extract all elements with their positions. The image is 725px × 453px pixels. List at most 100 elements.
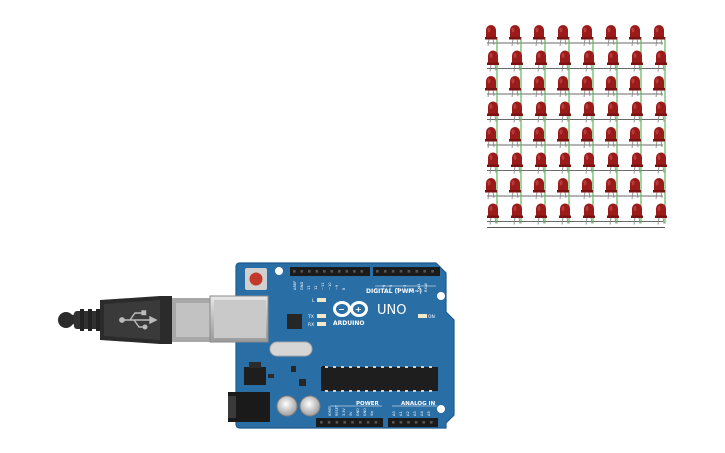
- led[interactable]: [631, 203, 643, 225]
- led[interactable]: [535, 203, 547, 225]
- header-pin-hole[interactable]: [430, 421, 433, 424]
- header-pin-hole[interactable]: [423, 270, 426, 273]
- led[interactable]: [557, 127, 569, 149]
- led[interactable]: [487, 101, 499, 123]
- usb-cable[interactable]: [58, 296, 212, 344]
- led[interactable]: [653, 178, 665, 200]
- led[interactable]: [485, 178, 497, 200]
- led[interactable]: [583, 152, 595, 174]
- header-pin-hole[interactable]: [315, 270, 319, 273]
- header-pin-hole[interactable]: [399, 270, 403, 273]
- led[interactable]: [581, 25, 593, 47]
- header-pin-hole[interactable]: [293, 270, 296, 273]
- header-pin-hole[interactable]: [374, 421, 378, 424]
- led[interactable]: [655, 203, 667, 225]
- header-digital-low[interactable]: [373, 267, 440, 276]
- header-pin-hole[interactable]: [391, 270, 395, 273]
- led[interactable]: [655, 101, 667, 123]
- led[interactable]: [559, 101, 571, 123]
- led[interactable]: [557, 76, 569, 98]
- header-pin-hole[interactable]: [414, 421, 418, 424]
- led[interactable]: [533, 76, 545, 98]
- led[interactable]: [535, 101, 547, 123]
- header-analog[interactable]: [388, 418, 438, 427]
- header-pin-hole[interactable]: [327, 421, 331, 424]
- header-power[interactable]: [316, 418, 383, 427]
- led[interactable]: [485, 76, 497, 98]
- led[interactable]: [629, 178, 641, 200]
- header-pin-hole[interactable]: [300, 270, 304, 273]
- led[interactable]: [583, 101, 595, 123]
- led[interactable]: [631, 152, 643, 174]
- led[interactable]: [581, 76, 593, 98]
- led[interactable]: [629, 76, 641, 98]
- header-pin-hole[interactable]: [343, 421, 346, 424]
- led[interactable]: [655, 152, 667, 174]
- led[interactable]: [487, 152, 499, 174]
- header-pin-hole[interactable]: [360, 270, 364, 273]
- led[interactable]: [485, 127, 497, 149]
- led[interactable]: [583, 203, 595, 225]
- led[interactable]: [559, 203, 571, 225]
- led[interactable]: [605, 25, 617, 47]
- led[interactable]: [533, 178, 545, 200]
- led[interactable]: [511, 50, 523, 72]
- led[interactable]: [559, 50, 571, 72]
- led[interactable]: [509, 76, 521, 98]
- led[interactable]: [485, 25, 497, 47]
- header-pin-hole[interactable]: [392, 421, 395, 424]
- header-pin-hole[interactable]: [399, 421, 403, 424]
- header-digital-high[interactable]: [290, 267, 370, 276]
- header-pin-hole[interactable]: [383, 270, 387, 273]
- led[interactable]: [487, 50, 499, 72]
- header-pin-hole[interactable]: [422, 421, 425, 424]
- header-pin-hole[interactable]: [359, 421, 362, 424]
- led[interactable]: [607, 203, 619, 225]
- led[interactable]: [653, 76, 665, 98]
- header-pin-hole[interactable]: [351, 421, 354, 424]
- led[interactable]: [607, 50, 619, 72]
- led[interactable]: [559, 152, 571, 174]
- header-pin-hole[interactable]: [330, 270, 334, 273]
- led[interactable]: [533, 25, 545, 47]
- led-matrix[interactable]: [485, 25, 667, 228]
- led[interactable]: [511, 101, 523, 123]
- led[interactable]: [655, 50, 667, 72]
- led[interactable]: [605, 127, 617, 149]
- led[interactable]: [605, 178, 617, 200]
- led[interactable]: [653, 25, 665, 47]
- header-pin-hole[interactable]: [407, 270, 411, 273]
- led[interactable]: [535, 152, 547, 174]
- header-pin-hole[interactable]: [323, 270, 326, 273]
- header-pin-hole[interactable]: [335, 421, 339, 424]
- led[interactable]: [557, 25, 569, 47]
- led[interactable]: [557, 178, 569, 200]
- header-pin-hole[interactable]: [431, 270, 434, 273]
- led[interactable]: [581, 178, 593, 200]
- led[interactable]: [629, 25, 641, 47]
- led[interactable]: [607, 101, 619, 123]
- header-pin-hole[interactable]: [407, 421, 410, 424]
- led[interactable]: [511, 152, 523, 174]
- header-pin-hole[interactable]: [415, 270, 419, 273]
- led[interactable]: [535, 50, 547, 72]
- led[interactable]: [581, 127, 593, 149]
- header-pin-hole[interactable]: [353, 270, 356, 273]
- header-pin-hole[interactable]: [308, 270, 311, 273]
- led[interactable]: [631, 50, 643, 72]
- led[interactable]: [511, 203, 523, 225]
- arduino-uno-board[interactable]: AREF GND 13 12 ~11 ~10 ~9 8 7 ~6 ~5 4 ~3…: [209, 262, 455, 429]
- header-pin-hole[interactable]: [320, 421, 323, 424]
- header-pin-hole[interactable]: [376, 270, 379, 273]
- led[interactable]: [605, 76, 617, 98]
- led[interactable]: [631, 101, 643, 123]
- led[interactable]: [509, 25, 521, 47]
- header-pin-hole[interactable]: [345, 270, 349, 273]
- header-pin-hole[interactable]: [366, 421, 370, 424]
- led[interactable]: [629, 127, 641, 149]
- reset-button-cap[interactable]: [249, 272, 263, 286]
- led[interactable]: [509, 127, 521, 149]
- led[interactable]: [583, 50, 595, 72]
- led[interactable]: [509, 178, 521, 200]
